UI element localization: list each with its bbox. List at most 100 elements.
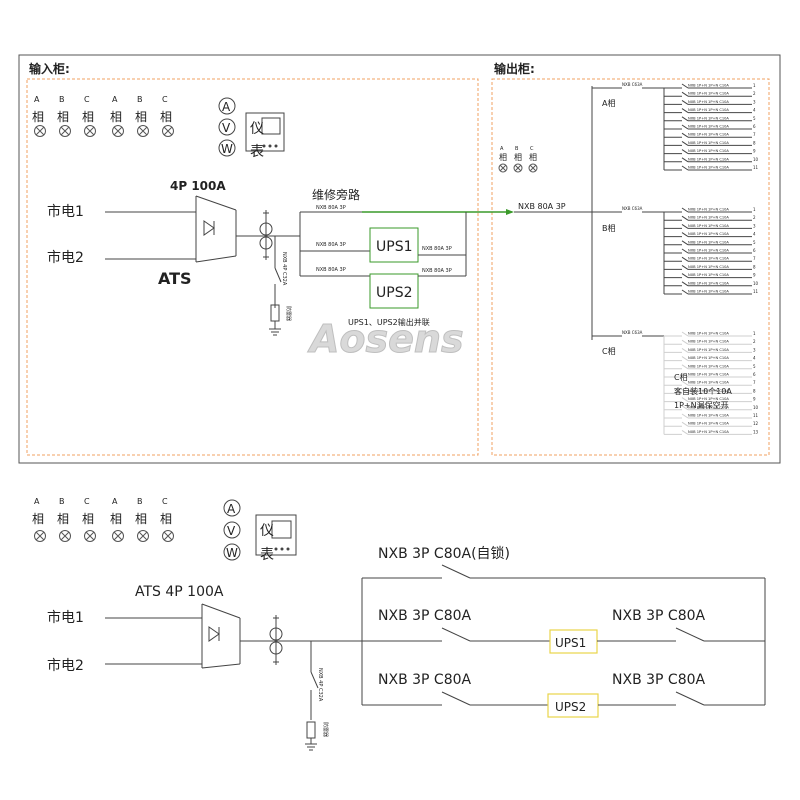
meter-label-1: 仪 [250, 121, 264, 137]
input-cabinet-title: 输入柜: [29, 61, 70, 76]
lamp-letter: A [112, 497, 118, 506]
branch-breaker-contact [681, 372, 689, 378]
branch-breaker-label: NXB 1P+N 1P+N C10A [688, 422, 729, 426]
lamp-phase-char: 相 [135, 512, 147, 526]
branch-breaker-contact [681, 413, 689, 419]
indicator-lamp-icon [84, 530, 96, 542]
branch-breaker-label: NXB 1P+N 1P+N C10A [688, 249, 729, 253]
branch-breaker-label: NXB 1P+N 1P+N C10A [688, 141, 729, 145]
indicator-lamp-icon [137, 530, 149, 542]
ups2-label: UPS2 [555, 700, 586, 714]
bottom-meters: A V W 仪 表 [223, 499, 297, 563]
bypass-title: 维修旁路 [312, 187, 360, 202]
ups1-out-breaker-label: NXB 3P C80A [612, 608, 706, 624]
branch-breaker-contact [681, 83, 689, 89]
branch-breaker-label: NXB 1P+N 1P+N C10A [688, 414, 729, 418]
ground-icon [305, 743, 317, 751]
lamp-phase-char: 相 [82, 512, 94, 526]
branch-breaker-contact [681, 405, 689, 411]
source-1-label: 市电1 [47, 203, 84, 220]
lamp-phase-char: 相 [160, 512, 172, 526]
lamp-letter: C [84, 95, 90, 104]
lamp-phase-char: 相 [57, 110, 69, 124]
ups2-out-breaker-contact [675, 691, 705, 706]
branch-breaker-label: NXB 1P+N 1P+N C10A [688, 232, 729, 236]
phase-breaker-label: NXB C63A [622, 82, 643, 87]
lamp-phase-char: 相 [529, 152, 537, 162]
branch-number: 1 [753, 207, 756, 212]
meter-dot [268, 144, 272, 148]
phase-b-label: B相 [602, 223, 616, 233]
indicator-lamp-icon [59, 530, 71, 542]
meter-label-1: 仪 [260, 523, 274, 539]
phase-breaker-label: NXB C63A [622, 206, 643, 211]
branch-number: 4 [753, 108, 756, 113]
bottom-phase-lamps: A B C A B C 相 相 相 相 相 相 [32, 497, 174, 542]
lamp-letter: B [515, 146, 519, 152]
branch-number: 5 [753, 240, 756, 245]
ups2-label: UPS2 [376, 285, 412, 301]
branch-number: 11 [753, 165, 759, 170]
lamp-phase-char: 相 [160, 110, 172, 124]
branch-breaker-label: NXB 1P+N 1P+N C10A [688, 108, 729, 112]
ats-switch-icon [195, 195, 237, 263]
top-diagram-frame [18, 54, 781, 464]
branch-number: 3 [753, 223, 756, 228]
ats-title: ATS 4P 100A [135, 584, 224, 600]
branch-number: 12 [753, 421, 759, 426]
ups1-out-breaker-contact [675, 627, 705, 642]
lamp-letter: B [137, 95, 143, 104]
branch-breaker-contact [681, 339, 689, 345]
branch-breaker-label: NXB 1P+N 1P+N C10A [688, 397, 729, 401]
branch-breaker-label: NXB 1P+N 1P+N C10A [688, 216, 729, 220]
branch-breaker-label: NXB 1P+N 1P+N C10A [688, 92, 729, 96]
branch-breaker-label: NXB 1P+N 1P+N C10A [688, 240, 729, 244]
bypass-breaker-label: NXB 3P C80A(自锁) [378, 546, 510, 562]
branch-breaker-label: NXB 1P+N 1P+N C10A [688, 364, 729, 368]
branch-breaker-label: NXB 1P+N 1P+N C10A [688, 208, 729, 212]
branch-number: 4 [753, 356, 756, 361]
top-phase-lamps: A B C A B C 相 相 相 相 相 相 [32, 95, 174, 137]
branch-number: 8 [753, 264, 756, 269]
branch-breaker-label: NXB 1P+N 1P+N C10A [688, 257, 729, 261]
wattmeter-icon [218, 139, 236, 157]
ups2-box [369, 273, 419, 309]
branch-breaker-contact [681, 264, 689, 270]
ups1-label: UPS1 [376, 239, 412, 255]
meter-display-icon [245, 112, 285, 152]
indicator-lamp-icon [34, 125, 46, 137]
branch-breaker-label: NXB 1P+N 1P+N C10A [688, 100, 729, 104]
branch-breaker-label: NXB 1P+N 1P+N C10A [688, 224, 729, 228]
meter-letter: A [227, 502, 236, 516]
branch-breaker-contact [681, 256, 689, 262]
meter-screen [261, 117, 281, 135]
ups1-label: UPS1 [555, 636, 586, 650]
branch-breaker-contact [681, 364, 689, 370]
branch-breaker-label: NXB 1P+N 1P+N C10A [688, 273, 729, 277]
branch-number: 9 [753, 149, 756, 154]
breaker-4p-label: 4P 100A [170, 179, 226, 193]
branch-number: 10 [753, 405, 759, 410]
spd-label: 防雷器 [322, 722, 329, 737]
meter-label-2: 表 [250, 144, 264, 160]
ats-label: ATS [158, 269, 192, 288]
note-line-2: 客自装10个10A [674, 386, 732, 396]
branch-breaker-label: NXB 1P+N 1P+N C10A [688, 356, 729, 360]
meter-letter: V [222, 121, 231, 135]
branch-breaker-contact [681, 356, 689, 362]
meter-letter: V [227, 524, 236, 538]
meter-dot [274, 144, 278, 148]
branch-number: 6 [753, 124, 756, 129]
branch-breaker-label: NXB 1P+N 1P+N C10A [688, 281, 729, 285]
ups2-in-breaker-label: NXB 3P C80A [378, 672, 472, 688]
branch-breaker-contact [681, 388, 689, 394]
branch-breaker-label: NXB 1P+N 1P+N C10A [688, 332, 729, 336]
branch-number: 2 [753, 215, 756, 220]
meter-screen [271, 520, 292, 539]
current-transformer-icon [259, 210, 273, 260]
branch-number: 10 [753, 281, 759, 286]
note-line-3: 1P+N漏保空开 [674, 400, 729, 410]
branch-breaker-contact [681, 149, 689, 155]
lamp-phase-char: 相 [82, 110, 94, 124]
